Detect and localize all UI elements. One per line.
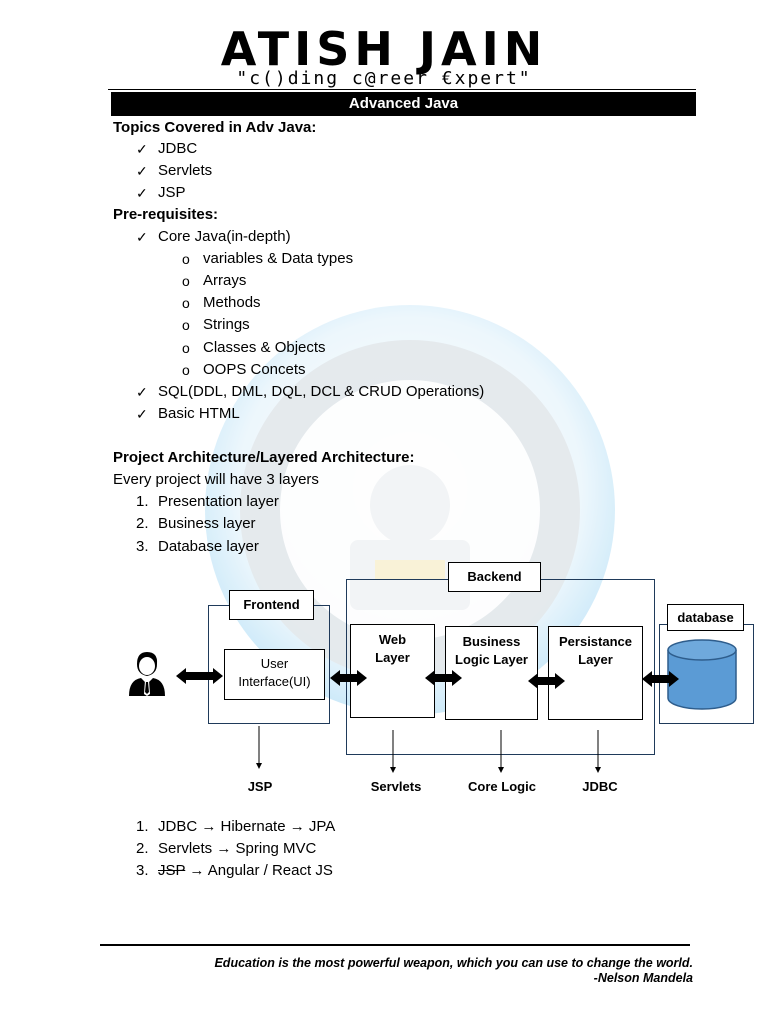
architecture-heading: Project Architecture/Layered Architectur… [113,449,415,466]
topic-item: JSP [158,184,186,201]
web-layer-box: Web Layer [350,624,435,718]
ui-box: User Interface(UI) [224,649,325,700]
user-icon [129,652,165,696]
prereq-item: SQL(DDL, DML, DQL, DCL & CRUD Operations… [158,383,485,400]
prereq-sub-item: Arrays [203,272,247,289]
persistance-layer-box: Persistance Layer [548,626,643,720]
check-icon: ✓ [136,384,148,400]
footer-quote: Education is the most powerful weapon, w… [214,956,693,970]
evolution-mid: Hibernate [220,818,286,835]
circle-bullet-icon: o [182,273,190,289]
evolution-row: JSP → Angular / React JS [158,860,333,882]
frontend-label: Frontend [229,590,314,620]
layer-item: Database layer [158,538,259,555]
prereq-sub-item: Methods [203,294,261,311]
database-label: database [667,604,744,631]
persistance-layer-line1: Persistance [559,634,632,649]
circle-bullet-icon: o [182,362,190,378]
prereq-sub-item: variables & Data types [203,250,354,267]
architecture-intro: Every project will have 3 layers [113,471,319,488]
layer-item: Presentation layer [158,493,279,510]
topics-heading: Topics Covered in Adv Java: [113,119,317,136]
circle-bullet-icon: o [182,317,190,333]
servlets-label: Servlets [370,779,422,794]
right-arrow-icon: → [201,818,221,835]
prereq-sub-item: OOPS Concets [203,361,306,378]
circle-bullet-icon: o [182,295,190,311]
section-bar: Advanced Java [111,92,696,116]
circle-bullet-icon: o [182,251,190,267]
right-arrow-icon: → [216,840,236,857]
jsp-label: JSP [247,779,273,794]
evolution-from: JDBC [158,818,198,835]
prereq-sub-item: Classes & Objects [203,339,326,356]
business-layer-box: Business Logic Layer [445,626,538,720]
right-arrow-icon: → [189,862,208,879]
topic-item: Servlets [158,162,213,179]
footer-author: -Nelson Mandela [593,971,693,985]
check-icon: ✓ [136,406,148,422]
jdbc-label: JDBC [582,779,618,794]
list-number: 3. [136,862,149,879]
check-icon: ✓ [136,185,148,201]
right-arrow-icon: → [289,818,309,835]
database-icon [667,639,737,710]
list-number: 2. [136,840,149,857]
prereq-sub-item: Strings [203,316,250,333]
evolution-from: JSP [158,862,186,879]
circle-bullet-icon: o [182,340,190,356]
persistance-layer-line2: Layer [578,652,613,667]
core-logic-label: Core Logic [468,779,536,794]
check-icon: ✓ [136,163,148,179]
check-icon: ✓ [136,229,148,245]
prereq-item: Core Java(in-depth) [158,228,291,245]
business-layer-line2: Logic Layer [455,652,528,667]
evolution-row: Servlets → Spring MVC [158,838,316,860]
web-layer-line1: Web [378,632,407,647]
header-rule [108,89,696,90]
list-number: 2. [136,515,149,532]
business-layer-line1: Business [462,634,521,649]
brand-tagline: "c()ding c@reer €xpert" [236,68,532,89]
evolution-row: JDBC → Hibernate → JPA [158,816,335,838]
backend-label: Backend [448,562,541,592]
evolution-to: Angular / React JS [207,862,333,879]
prereq-heading: Pre-requisites: [113,206,219,223]
prereq-item: Basic HTML [158,405,240,422]
footer-rule [100,944,690,946]
evolution-from: Servlets [158,840,213,857]
web-layer-line2: Layer [375,650,410,665]
evolution-to: Spring MVC [235,840,317,857]
list-number: 3. [136,538,149,555]
list-number: 1. [136,493,149,510]
check-icon: ✓ [136,141,148,157]
layer-item: Business layer [158,515,256,532]
ui-box-line1: User [260,656,289,671]
evolution-to: JPA [308,818,336,835]
ui-box-line2: Interface(UI) [238,674,311,689]
list-number: 1. [136,818,149,835]
topic-item: JDBC [158,140,198,157]
brand-title: ATISH JAIN [220,22,548,76]
